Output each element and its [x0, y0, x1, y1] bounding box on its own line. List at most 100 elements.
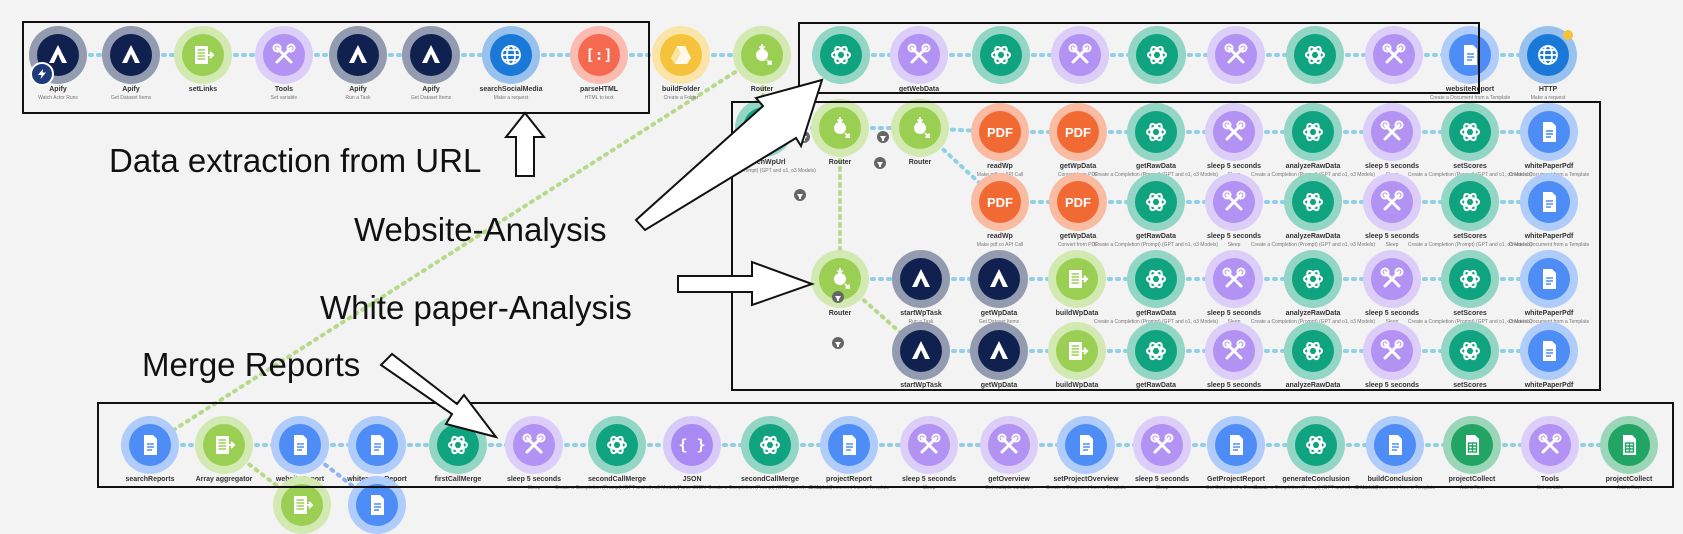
router-c[interactable]: Router — [811, 250, 869, 317]
start-wp-task-2[interactable]: startWpTask — [892, 322, 950, 389]
website-gpt-4[interactable] — [1286, 26, 1344, 84]
website-tools-3[interactable] — [1207, 26, 1265, 84]
module-label: buildConclusion — [1367, 476, 1423, 483]
website-report-merge[interactable]: websiteReport — [271, 416, 329, 483]
router-top[interactable]: Router — [733, 26, 791, 93]
module-label: whitePaperPdf — [1524, 163, 1574, 170]
website-gpt-3[interactable] — [1128, 26, 1186, 84]
router-b[interactable]: Router — [891, 99, 949, 166]
trigger-badge-icon — [30, 62, 54, 86]
search-reports[interactable]: searchReports — [121, 416, 179, 483]
module-label: sleep 5 seconds — [1364, 310, 1420, 317]
module-label: Apify — [349, 86, 367, 93]
tools-icon — [1213, 181, 1255, 223]
router-icon — [899, 107, 941, 149]
openai-icon — [596, 424, 638, 466]
set-scores-4[interactable]: setScores — [1441, 322, 1499, 389]
get-web-data[interactable]: getWebData — [890, 26, 948, 93]
module-sublabel: HTML to text — [584, 95, 614, 101]
openai-icon — [980, 34, 1022, 76]
website-tools-2[interactable] — [1051, 26, 1109, 84]
filter-funnel-icon[interactable] — [874, 157, 886, 169]
filter-funnel-icon[interactable] — [877, 131, 889, 143]
website-gpt-1[interactable] — [812, 26, 870, 84]
set-links[interactable]: setLinks — [174, 26, 232, 93]
get-wp-data-3[interactable]: getWpDataGet Dataset Items — [970, 250, 1028, 325]
module-label: sleep 5 seconds — [1206, 310, 1262, 317]
filter-funnel-icon[interactable] — [832, 291, 844, 303]
filter-funnel-icon[interactable] — [794, 189, 806, 201]
router-a[interactable]: Router — [811, 99, 869, 166]
sleep-4[interactable]: sleep 5 seconds — [1205, 322, 1263, 389]
get-raw-data-4[interactable]: getRawData — [1127, 322, 1185, 389]
tools-icon — [1371, 111, 1413, 153]
module-sublabel: Add a Row — [1459, 485, 1485, 491]
module-label: sleep 5 seconds — [506, 476, 562, 483]
build-wp-data-1[interactable]: buildWpData — [1048, 250, 1106, 317]
module-label: HTTP — [1538, 86, 1558, 93]
white-paper-pdf-4[interactable]: whitePaperPdf — [1520, 322, 1578, 389]
website-tools-4[interactable] — [1365, 26, 1423, 84]
get-wp-data-4[interactable]: getWpData — [970, 322, 1028, 389]
whitepaper-report[interactable]: whitepaperReport — [347, 416, 407, 483]
module-label: buildWpData — [1055, 382, 1099, 389]
module-label: Router — [908, 159, 932, 166]
analyze-raw-data-4[interactable]: analyzeRawData — [1284, 322, 1342, 389]
website-gpt-2[interactable] — [972, 26, 1030, 84]
filter-funnel-icon[interactable] — [832, 337, 844, 349]
module-label: searchReports — [125, 476, 175, 483]
openai-icon — [1292, 330, 1334, 372]
module-label: Array aggregator — [195, 476, 253, 483]
apify-icon — [978, 258, 1020, 300]
whitepaper-analysis-annotation: White paper-Analysis — [320, 289, 632, 326]
tools-icon — [1213, 258, 1255, 300]
sleep-4b[interactable]: sleep 5 seconds — [1363, 322, 1421, 389]
build-wp-data-2[interactable]: buildWpData — [1048, 322, 1106, 389]
tools-icon — [1059, 34, 1101, 76]
module-sublabel: Create a Document from a Template — [1508, 242, 1590, 248]
module-label: projectReport — [826, 476, 872, 483]
module-label: getRawData — [1135, 163, 1177, 170]
array-aggregator[interactable]: Array aggregator — [195, 416, 253, 483]
module-label: sleep 5 seconds — [1206, 163, 1262, 170]
